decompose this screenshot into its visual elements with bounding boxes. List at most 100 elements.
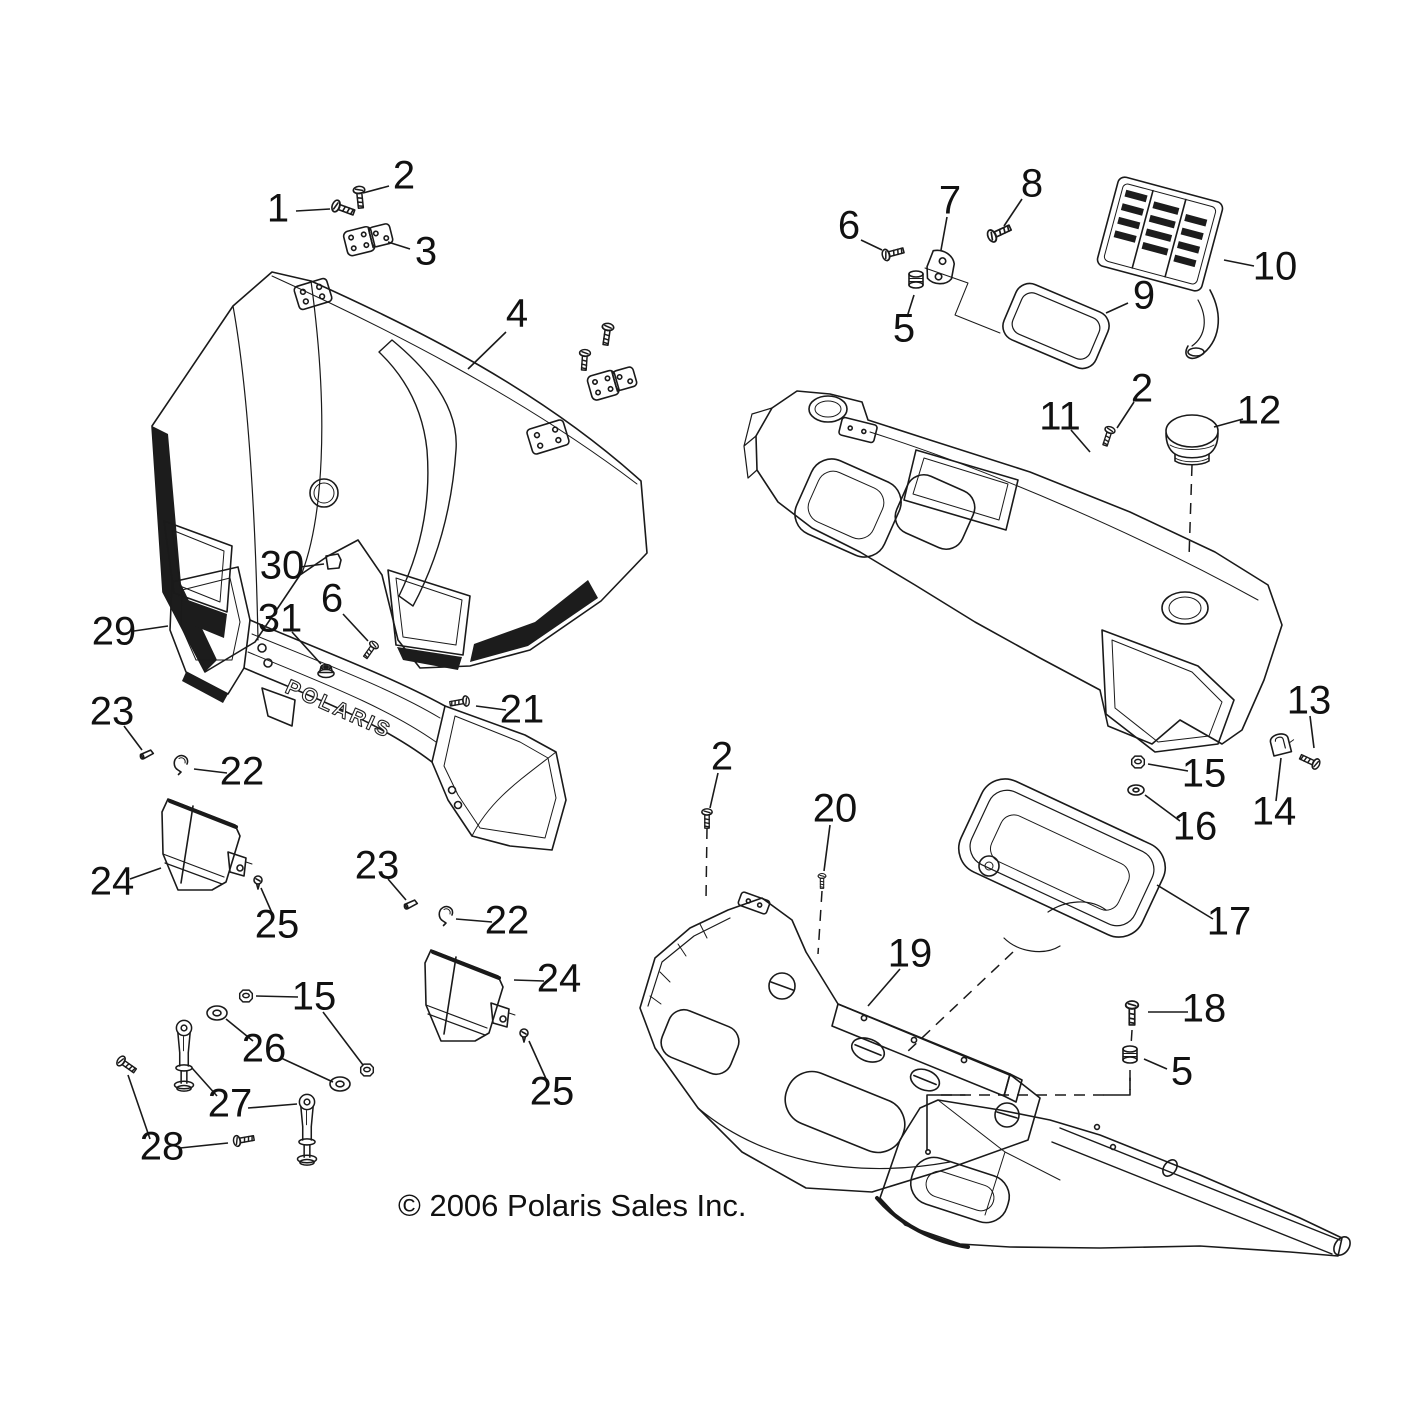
callout-20: 20: [813, 787, 858, 831]
callout-18: 18: [1182, 987, 1227, 1031]
leader-line-27-1: [191, 1067, 218, 1097]
dashed-leader-5: [1130, 1029, 1133, 1047]
leader-line-29: [133, 625, 169, 632]
dashed-leader-4: [905, 951, 1014, 1054]
leader-line-7: [940, 216, 948, 251]
callout-6b: 6: [321, 577, 343, 621]
leader-line-2a: [362, 185, 390, 194]
callout-31: 31: [258, 597, 303, 641]
pod-screw-25-left: [253, 875, 263, 890]
callout-21: 21: [500, 688, 545, 732]
hood-hinge-3-front: [341, 220, 396, 258]
spring-clip-22-left: [173, 754, 189, 776]
bolt-28-b: [231, 1131, 256, 1148]
hood-hinge-3-rear: [585, 363, 640, 402]
leader-line-5b: [1143, 1058, 1168, 1070]
callout-25a: 25: [255, 903, 300, 947]
callout-24a: 24: [90, 860, 135, 904]
hinge-screw-2-right: [599, 321, 615, 347]
callout-15a: 15: [292, 975, 337, 1019]
polaris-logo-text: POLARIS: [282, 676, 396, 744]
callout-5a: 5: [893, 307, 915, 351]
callout-24b: 24: [537, 957, 582, 1001]
callout-3: 3: [415, 230, 437, 274]
leader-line-26-2: [280, 1057, 334, 1083]
leader-line-8: [1003, 198, 1023, 227]
dash-screw-2: [1099, 424, 1117, 448]
callout-9: 9: [1133, 274, 1155, 318]
callout-17: 17: [1207, 900, 1252, 944]
section-mark-dot: [924, 1149, 931, 1156]
leader-line-24b: [513, 979, 545, 982]
callout-14: 14: [1252, 790, 1297, 834]
shoulder-bolt-8: [984, 221, 1014, 245]
floor-panel-19: [639, 891, 1041, 1193]
leader-line-3: [387, 241, 411, 250]
leader-line-20: [823, 824, 831, 872]
push-pin-23-right: [402, 898, 419, 911]
pod-screw-25-right: [519, 1028, 529, 1043]
callout-4: 4: [506, 292, 528, 336]
callout-6a: 6: [838, 204, 860, 248]
callout-28: 28: [140, 1125, 185, 1169]
headlight-pod-24-left: [160, 797, 254, 892]
bolt-18: [1124, 1000, 1140, 1026]
nut-15-b: [359, 1063, 375, 1077]
leader-line-23b: [387, 878, 407, 901]
hinge-screw-1-right: [577, 348, 592, 372]
leader-line-21: [475, 705, 507, 711]
callout-26: 26: [242, 1027, 287, 1071]
nut-15-c: [1130, 755, 1146, 769]
callout-19: 19: [888, 932, 933, 976]
hood-latch-pin-27-b: [296, 1093, 318, 1166]
dashed-leader-2: [817, 890, 823, 955]
bumper-plug-30: [325, 553, 342, 570]
callout-23b: 23: [355, 844, 400, 888]
leader-line-6a: [860, 239, 883, 251]
hood-latch-pin-27-a: [173, 1019, 195, 1092]
dashed-leader-1: [705, 827, 708, 901]
dash-panel-11: [743, 390, 1283, 753]
callout-2a: 2: [393, 154, 415, 198]
dashed-leader-3: [1188, 464, 1193, 559]
callout-23a: 23: [90, 690, 135, 734]
leader-line-15b: [1147, 763, 1189, 772]
floor-screw-20: [817, 873, 827, 889]
callout-16: 16: [1173, 805, 1218, 849]
leader-line-15a-2: [322, 1011, 364, 1066]
well-nut-5-bottom: [1122, 1045, 1138, 1064]
leader-line-2b: [1116, 401, 1135, 429]
dashed-leader-layer: [705, 464, 1193, 1096]
grille-screen-10: [1096, 176, 1224, 360]
leader-line-2c: [709, 772, 719, 809]
grille-bolt-6: [880, 244, 906, 263]
leader-line-22b: [455, 918, 493, 923]
washer-26-b: [329, 1076, 351, 1092]
callout-8: 8: [1021, 162, 1043, 206]
leader-line-16: [1144, 794, 1181, 822]
leader-line-28-2: [179, 1142, 229, 1149]
floor-screw-2: [701, 808, 713, 829]
leader-line-26-1: [225, 1018, 254, 1042]
callout-30: 30: [260, 544, 305, 588]
leader-line-11: [1070, 429, 1091, 453]
callout-12: 12: [1237, 389, 1282, 433]
callout-29: 29: [92, 610, 137, 654]
washer-16: [1127, 784, 1145, 796]
fuel-cap-12: [1165, 414, 1219, 466]
spring-clip-22-right: [438, 905, 454, 927]
flange-nut-31: [317, 663, 335, 679]
push-pin-23-left: [138, 748, 155, 761]
callout-15b: 15: [1182, 752, 1227, 796]
leader-line-5a: [906, 294, 915, 318]
leader-line-6b: [342, 613, 369, 642]
storage-bin-17: [957, 778, 1167, 953]
u-clip-nut-14: [1269, 733, 1295, 757]
leader-line-1: [295, 208, 331, 212]
hinge-screw-2: [352, 185, 368, 210]
leader-line-13: [1309, 715, 1315, 749]
leader-corner-bracket: [1103, 1077, 1131, 1096]
screen-seal-9: [1002, 282, 1110, 370]
